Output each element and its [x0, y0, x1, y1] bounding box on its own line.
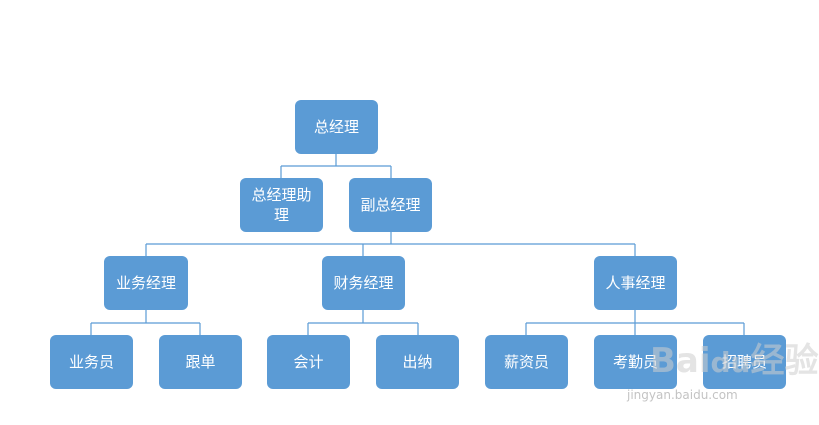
node-recruiter: 招聘员: [703, 335, 786, 389]
node-salesperson: 业务员: [50, 335, 133, 389]
node-deputy-gm: 副总经理: [349, 178, 432, 232]
node-merchandiser: 跟单: [159, 335, 242, 389]
node-accountant: 会计: [267, 335, 350, 389]
node-ceo: 总经理: [295, 100, 378, 154]
node-sales-manager: 业务经理: [104, 256, 188, 310]
connector-ceo-to-level2: [280, 154, 392, 178]
node-cashier: 出纳: [376, 335, 459, 389]
watermark-url: jingyan.baidu.com: [627, 388, 738, 402]
watermark-logo-mark: du: [710, 346, 751, 379]
node-payroll-clerk: 薪资员: [485, 335, 568, 389]
watermark-logo-suffix: 经验: [750, 341, 819, 381]
connector-sales-to-staff: [90, 310, 201, 335]
connector-deputy-to-managers: [145, 232, 636, 256]
node-attendance-clerk: 考勤员: [594, 335, 677, 389]
baidu-jingyan-watermark-logo: Baidu经验: [650, 333, 819, 382]
watermark-logo-text: Bai: [650, 341, 711, 381]
node-finance-manager: 财务经理: [322, 256, 405, 310]
node-hr-manager: 人事经理: [594, 256, 677, 310]
connector-finance-to-staff: [307, 310, 419, 335]
connector-hr-to-staff: [525, 310, 745, 335]
node-ceo-assistant: 总经理助理: [240, 178, 323, 232]
